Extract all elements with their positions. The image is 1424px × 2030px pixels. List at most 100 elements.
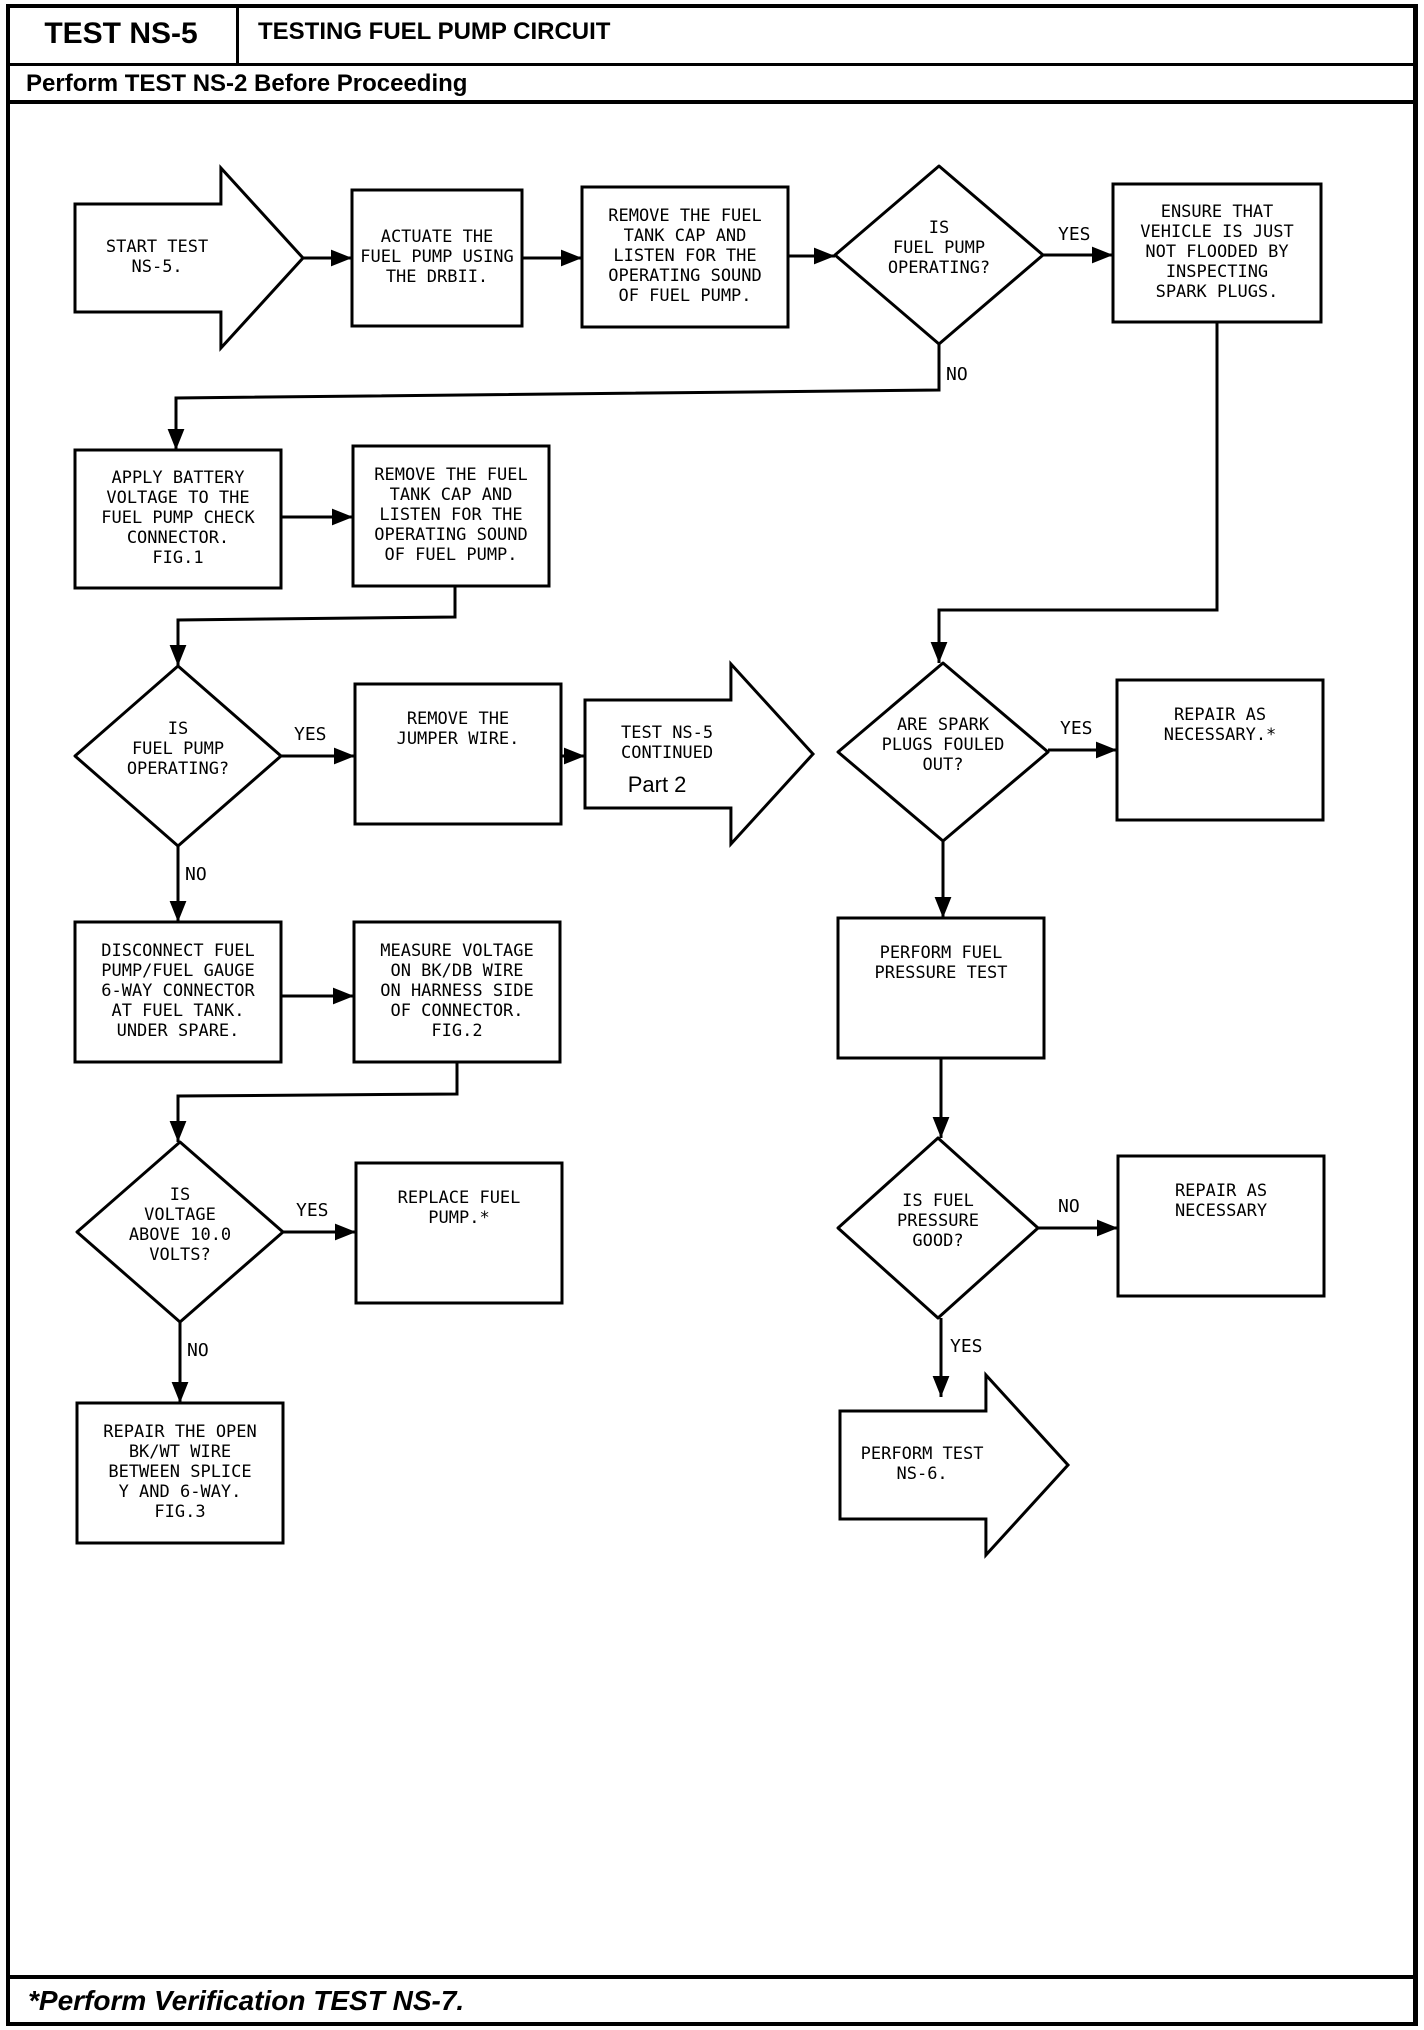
node-text-line: VOLTAGE TO THE xyxy=(106,488,249,508)
node-text-line: ARE SPARK xyxy=(897,715,990,735)
node-text-line: LISTEN FOR THE xyxy=(379,505,522,525)
node-text-line: BK/WT WIRE xyxy=(129,1442,231,1462)
edge-label-yes: YES xyxy=(294,724,327,745)
process-box xyxy=(351,444,551,588)
node-text-line: FIG.1 xyxy=(152,548,203,568)
node-text-line: ON BK/DB WIRE xyxy=(390,961,523,981)
edge-label-no: NO xyxy=(1058,1196,1080,1217)
node-text-line: PERFORM FUEL xyxy=(880,943,1003,963)
node-text-line: NS-5. xyxy=(131,257,182,277)
node-text-line: REPAIR AS xyxy=(1175,1181,1267,1201)
node-text-line: OPERATING SOUND xyxy=(374,525,528,545)
node-text-line: LISTEN FOR THE xyxy=(613,246,756,266)
node-text-line: NECESSARY.* xyxy=(1164,725,1277,745)
process-box xyxy=(354,1161,564,1305)
node-text-line: REPAIR THE OPEN xyxy=(103,1422,257,1442)
node-text-line: ON HARNESS SIDE xyxy=(380,981,534,1001)
process-box xyxy=(1115,678,1325,822)
node-text-line: ACTUATE THE xyxy=(381,227,494,247)
node-text-line: PLUGS FOULED xyxy=(882,735,1005,755)
edge-label-yes: YES xyxy=(1060,718,1093,739)
node-text-line: IS xyxy=(168,719,188,739)
node-subtext: Part 2 xyxy=(628,772,687,797)
process-box xyxy=(73,920,283,1064)
process-box xyxy=(73,448,283,590)
flow-edge-q-pump2-to-disconnect: NO xyxy=(169,846,207,922)
node-text-line: GOOD? xyxy=(912,1231,963,1251)
node-text-line: NECESSARY xyxy=(1175,1201,1267,1221)
node-text-line: PRESSURE TEST xyxy=(874,963,1007,983)
node-text-line: 6-WAY CONNECTOR xyxy=(101,981,255,1001)
node-text-line: FUEL PUMP USING xyxy=(360,247,514,267)
connector-arrow-shape xyxy=(73,164,306,352)
node-text-line: REMOVE THE FUEL xyxy=(608,206,762,226)
node-text-line: APPLY BATTERY xyxy=(111,468,244,488)
node-text-line: FIG.2 xyxy=(431,1021,482,1041)
decision-diamond xyxy=(836,661,1050,843)
flow-edge-q-pump2-to-jumper: YES xyxy=(281,724,355,765)
node-text-line: CONNECTOR. xyxy=(127,528,229,548)
process-box xyxy=(352,920,562,1064)
node-text-line: REMOVE THE FUEL xyxy=(374,465,528,485)
node-text-line: PERFORM TEST xyxy=(861,1444,984,1464)
edge-label-yes: YES xyxy=(296,1200,329,1221)
decision-diamond xyxy=(833,164,1045,346)
flow-edge-measure-to-q-voltage xyxy=(169,1062,459,1142)
node-text-line: CONTINUED xyxy=(621,743,713,763)
node-text-line: JUMPER WIRE. xyxy=(397,729,520,749)
prerequisite-row: Perform TEST NS-2 Before Proceeding xyxy=(6,66,1418,104)
process-box xyxy=(836,916,1046,1060)
node-text-line: FUEL PUMP CHECK xyxy=(101,508,255,528)
node-text-line: IS xyxy=(929,218,949,238)
header-row: TEST NS-5 TESTING FUEL PUMP CIRCUIT xyxy=(6,4,1418,66)
connector-arrow-shape xyxy=(838,1371,1071,1559)
node-text-line: OF CONNECTOR. xyxy=(390,1001,523,1021)
node-text-line: INSPECTING xyxy=(1166,262,1268,282)
node-text-line: VOLTS? xyxy=(149,1245,210,1265)
flow-edge-q-pressure-to-ns6: YES xyxy=(932,1318,983,1397)
node-text-line: REPAIR AS xyxy=(1174,705,1266,725)
node-text-line: OPERATING SOUND xyxy=(608,266,762,286)
footer: *Perform Verification TEST NS-7. xyxy=(6,1975,1418,2026)
flow-edge-q-voltage-to-replace-pump: YES xyxy=(283,1200,356,1241)
process-box xyxy=(1111,182,1323,324)
prerequisite-note: Perform TEST NS-2 Before Proceeding xyxy=(26,70,468,97)
node-text-line: BETWEEN SPLICE xyxy=(108,1462,251,1482)
node-text-line: PUMP/FUEL GAUGE xyxy=(101,961,255,981)
page-frame xyxy=(6,4,1418,2026)
flow-edge-q-pump1-to-ensure: YES xyxy=(1043,224,1113,264)
node-text-line: OUT? xyxy=(923,755,964,775)
connector-line xyxy=(930,322,1219,663)
node-text-line: VOLTAGE xyxy=(144,1205,216,1225)
node-text-line: SPARK PLUGS. xyxy=(1156,282,1279,302)
node-text-line: NS-6. xyxy=(896,1464,947,1484)
process-box xyxy=(1116,1154,1326,1298)
node-text-line: REMOVE THE xyxy=(407,709,509,729)
node-text-line: OF FUEL PUMP. xyxy=(618,286,751,306)
node-text-line: ENSURE THAT xyxy=(1161,202,1274,222)
edge-label-no: NO xyxy=(185,864,207,885)
connector-line xyxy=(169,586,457,666)
node-text-line: IS FUEL xyxy=(902,1191,974,1211)
decision-diamond xyxy=(836,1136,1040,1320)
edge-label-no: NO xyxy=(187,1340,209,1361)
node-text-line: MEASURE VOLTAGE xyxy=(380,941,534,961)
